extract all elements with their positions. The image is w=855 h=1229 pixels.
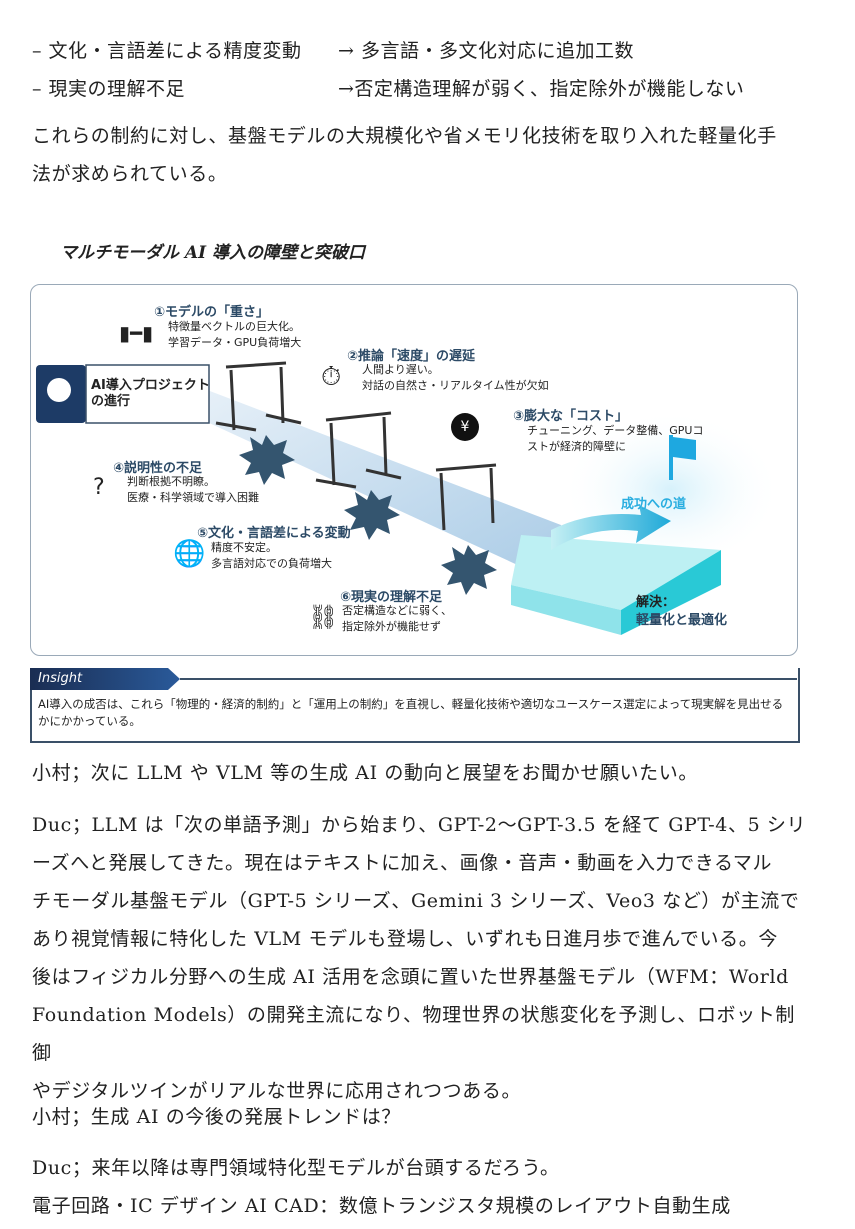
figure-barriers: AI導入プロジェクトの進行 ①モデルの「重さ」 特徴量ベクトルの巨大化。学習デー… [30,284,798,656]
barrier-title: ②推論「速度」の遅延 [347,349,476,364]
intro-paragraph: これらの制約に対し、基盤モデルの大規模化や省メモリ化技術を取り入れた軽量化手 法… [32,117,812,193]
broken-link-icon: ⛓ [308,603,339,631]
barrier-title: ③膨大な「コスト」 [513,409,629,424]
figure-caption: マルチモーダル AI 導入の障壁と突破口 [60,243,365,263]
barrier-desc: 判断根拠不明瞭。医療・科学領域で導入困難 [127,475,259,504]
barrier-desc: 否定構造などに弱く、指定除外が機能せず [342,604,452,633]
barrier-desc: 人間より遅い。対話の自然さ・リアルタイム性が欠如 [362,363,549,392]
dumbbell-icon: ▮━▮ [119,321,154,345]
barrier-desc: 特徴量ベクトルの巨大化。学習データ・GPU負荷増大 [168,320,302,349]
insight-tab: Insight [30,668,180,690]
success-label: 成功への道 [621,497,687,512]
paragraph-line: 小村；次に LLM や VLM 等の生成 AI の動向と展望をお聞かせ願いたい。 [32,762,698,784]
paragraph-line: Foundation Models）の開発主流になり、物理世界の状態変化を予測し… [32,1004,795,1064]
head-question-icon: ? [93,475,105,500]
figure-graphic [36,361,781,635]
insight-divider [180,678,797,680]
start-label: AI導入プロジェクトの進行 [91,378,210,409]
list-item-right: → 多言語・多文化対応に追加工数 [338,40,634,62]
list-item-right: →否定構造理解が弱く、指定除外が機能しない [338,78,745,100]
barrier-title: ④説明性の不足 [113,461,203,476]
solution-platform [511,535,721,610]
paragraph-line: やデジタルツインがリアルな世界に応用されつつある。 [32,1080,522,1102]
barrier-title: ⑥現実の理解不足 [340,590,443,605]
paragraph-line: 電子回路・IC デザイン AI CAD：数億トランジスタ規模のレイアウト自動生成 [32,1195,731,1217]
paragraph-line: 小村；生成 AI の今後の発展トレンドは？ [32,1106,401,1128]
paragraph-line: これらの制約に対し、基盤モデルの大規模化や省メモリ化技術を取り入れた軽量化手 [32,125,777,147]
body-paragraph: Duc；来年以降は専門領域特化型モデルが台頭するだろう。 電子回路・IC デザイ… [32,1149,812,1225]
body-paragraph: Duc；LLM は「次の単語予測」から始まり、GPT-2～GPT-3.5 を経て… [32,806,812,1110]
list-item-left: – 現実の理解不足 [32,78,186,100]
success-arrow [551,505,671,550]
road-path [181,380,561,585]
burst-icons [239,435,497,595]
barrier-title: ①モデルの「重さ」 [154,305,270,320]
hurdle-icons [215,361,497,531]
solution-label: 解決： [636,595,676,610]
paragraph-line: チモーダル基盤モデル（GPT-5 シリーズ、Gemini 3 シリーズ、Veo3… [32,890,800,912]
paragraph-line: Duc；来年以降は専門領域特化型モデルが台頭するだろう。 [32,1157,560,1179]
barrier-desc: 精度不安定。多言語対応での負荷増大 [211,541,332,570]
stopwatch-icon: ⏱ [321,362,342,392]
barrier-desc: チューニング、データ整備、GPUコストが経済的障壁に [527,424,704,453]
paragraph-line: Duc；LLM は「次の単語予測」から始まり、GPT-2～GPT-3.5 を経て… [32,814,807,836]
paragraph-line: 法が求められている。 [32,163,228,185]
paragraph-line: あり視覚情報に特化した VLM モデルも登場し、いずれも日進月歩で進んでいる。今 [32,928,778,950]
flag-icon [669,435,673,480]
yen-coins-icon: ¥ [451,413,479,441]
barrier-title: ⑤文化・言語差による変動 [197,526,351,541]
ai-project-badge [36,364,210,424]
insight-box [30,668,800,743]
solution-text: 軽量化と最適化 [636,613,728,628]
paragraph-line: ーズへと発展してきた。現在はテキストに加え、画像・音声・動画を入力できるマル [32,852,773,874]
paragraph-line: 後はフィジカル分野への生成 AI 活用を念頭に置いた世界基盤モデル（WFM：Wo… [32,966,789,988]
globe-icon: 🌐 [173,539,206,569]
list-item-left: – 文化・言語差による精度変動 [32,40,302,62]
insight-text: AI導入の成否は、これら「物理的・経済的制約」と「運用上の制約」を直視し、軽量化… [38,697,784,728]
body-paragraph: 小村；次に LLM や VLM 等の生成 AI の動向と展望をお聞かせ願いたい。 [32,754,812,792]
body-paragraph: 小村；生成 AI の今後の発展トレンドは？ [32,1098,812,1136]
